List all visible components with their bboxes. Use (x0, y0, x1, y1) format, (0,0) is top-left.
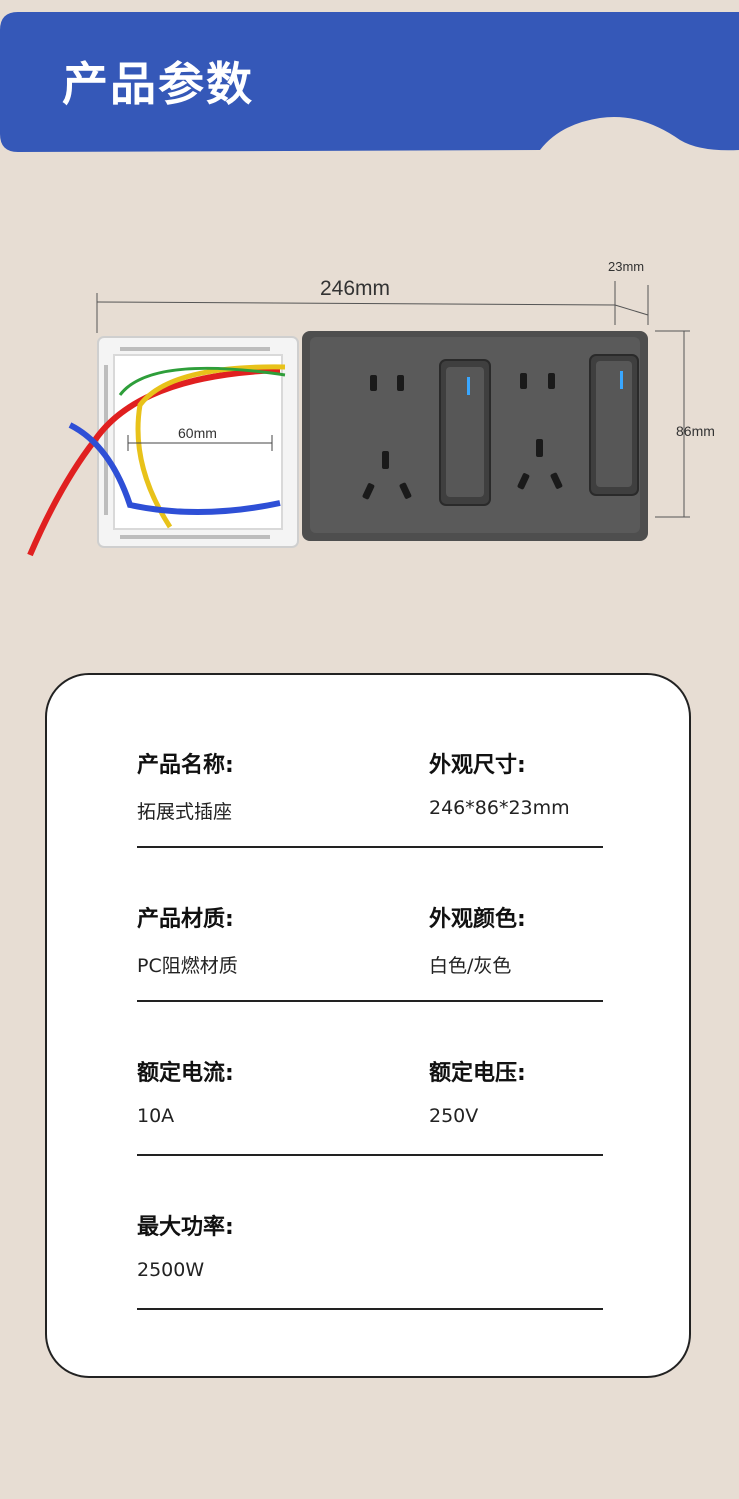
spec-label: 外观颜色: (429, 907, 526, 932)
spec-value: 246*86*23mm (429, 797, 570, 819)
page-title: 产品参数 (62, 57, 254, 111)
depth-dimension: 23mm (608, 259, 645, 274)
spec-value: 2500W (137, 1259, 205, 1281)
header-background (0, 12, 739, 152)
spec-label: 外观尺寸: (429, 753, 526, 778)
spec-value: PC阻燃材质 (137, 955, 238, 977)
spec-value: 白色/灰色 (429, 955, 512, 977)
spec-item: 最大功率: 2500W (137, 1209, 234, 1281)
spec-value: 250V (429, 1105, 479, 1127)
spec-item: 额定电压: 250V (429, 1055, 526, 1127)
spec-item: 外观颜色: 白色/灰色 (429, 901, 526, 978)
spec-card: 产品名称: 拓展式插座 外观尺寸: 246*86*23mm 产品材质: PC阻燃… (45, 673, 691, 1378)
spec-row: 产品名称: 拓展式插座 外观尺寸: 246*86*23mm (137, 747, 603, 902)
divider (137, 1000, 603, 1002)
product-figure: 246mm 23mm 86mm 60mm (0, 255, 739, 575)
divider (137, 846, 603, 848)
spec-label: 额定电压: (429, 1061, 526, 1086)
divider (137, 1154, 603, 1156)
spec-value: 拓展式插座 (137, 801, 233, 823)
spec-label: 产品名称: (137, 753, 234, 778)
box-width-dimension: 60mm (178, 425, 217, 441)
spec-item: 外观尺寸: 246*86*23mm (429, 747, 570, 819)
spec-label: 最大功率: (137, 1215, 234, 1240)
spec-row: 产品材质: PC阻燃材质 外观颜色: 白色/灰色 (137, 901, 603, 1056)
product-illustration (27, 281, 690, 557)
width-dimension: 246mm (320, 277, 391, 300)
spec-item: 额定电流: 10A (137, 1055, 234, 1127)
spec-item: 产品材质: PC阻燃材质 (137, 901, 238, 978)
spec-label: 产品材质: (137, 907, 234, 932)
spec-value: 10A (137, 1105, 175, 1127)
height-dimension: 86mm (676, 423, 715, 439)
divider (137, 1308, 603, 1310)
header-banner: 产品参数 (0, 0, 739, 160)
spec-row: 最大功率: 2500W (137, 1209, 603, 1364)
spec-item: 产品名称: 拓展式插座 (137, 747, 234, 824)
spec-row: 额定电流: 10A 额定电压: 250V (137, 1055, 603, 1210)
spec-label: 额定电流: (137, 1061, 234, 1086)
